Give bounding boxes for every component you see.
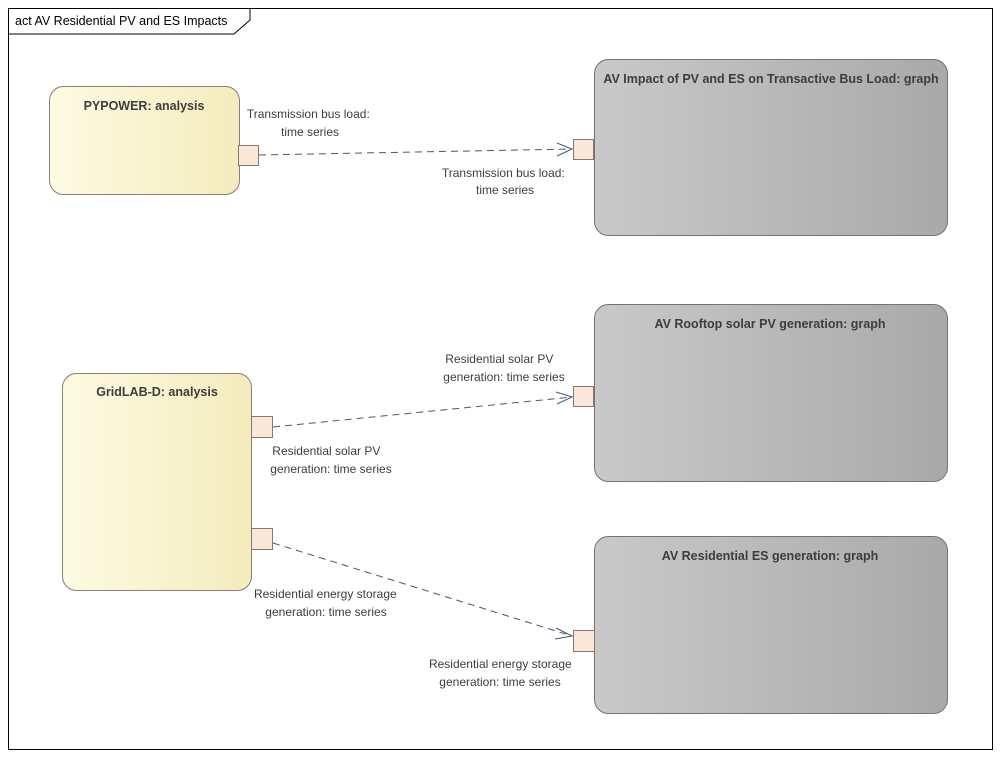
energy-storage-target-label: Residential energy storage generation: t… [429,657,575,689]
action-es-graph-shape[interactable] [594,536,948,714]
action-pypower-shape[interactable] [49,86,240,195]
bus-load-source-label: Transmission bus load: time series [247,107,373,139]
flow-energy-storage-arrowhead [554,627,574,640]
solar-pv-target-label: Residential solar PV generation: time se… [443,352,564,384]
flow-energy-storage-line[interactable] [272,542,573,637]
frame-title-tab [8,8,251,35]
bus-graph-input-pin[interactable] [573,139,594,160]
action-bus-load-graph-shape[interactable] [594,59,948,236]
action-pypower[interactable]: PYPOWER: analysis [49,86,240,195]
action-gridlabd-title: GridLAB-D: analysis [96,385,218,399]
flow-solar-pv[interactable] [272,391,574,428]
flow-bus-load-arrowhead [556,142,574,157]
action-pypower-title: PYPOWER: analysis [84,99,205,113]
pypower-output-pin[interactable] [238,145,259,166]
flow-solar-pv-line[interactable] [272,396,573,428]
action-pv-graph[interactable]: AV Rooftop solar PV generation: graph [594,304,948,482]
flow-solar-pv-arrowhead [555,391,574,405]
action-pv-graph-title: AV Rooftop solar PV generation: graph [654,317,885,331]
frame-title: act AV Residential PV and ES Impacts [15,14,227,28]
action-bus-load-graph[interactable]: AV Impact of PV and ES on Transactive Bu… [594,59,948,236]
gridlabd-es-output-pin[interactable] [251,528,273,550]
action-es-graph[interactable]: AV Residential ES generation: graph [594,536,948,714]
bus-load-target-label: Transmission bus load: time series [442,166,568,197]
es-graph-input-pin[interactable] [573,630,595,652]
action-es-graph-title: AV Residential ES generation: graph [662,549,878,563]
pv-graph-input-pin[interactable] [573,386,594,407]
gridlabd-pv-output-pin[interactable] [251,416,273,438]
flow-energy-storage[interactable] [272,542,574,640]
action-pv-graph-shape[interactable] [594,304,948,482]
action-gridlabd[interactable]: GridLAB-D: analysis [62,373,252,591]
action-bus-load-graph-title: AV Impact of PV and ES on Transactive Bu… [603,72,938,86]
solar-pv-source-label: Residential solar PV generation: time se… [270,444,391,476]
energy-storage-source-label: Residential energy storage generation: t… [254,587,400,619]
action-gridlabd-shape[interactable] [62,373,252,591]
flow-bus-load[interactable] [258,142,574,157]
flow-bus-load-line[interactable] [258,148,573,156]
